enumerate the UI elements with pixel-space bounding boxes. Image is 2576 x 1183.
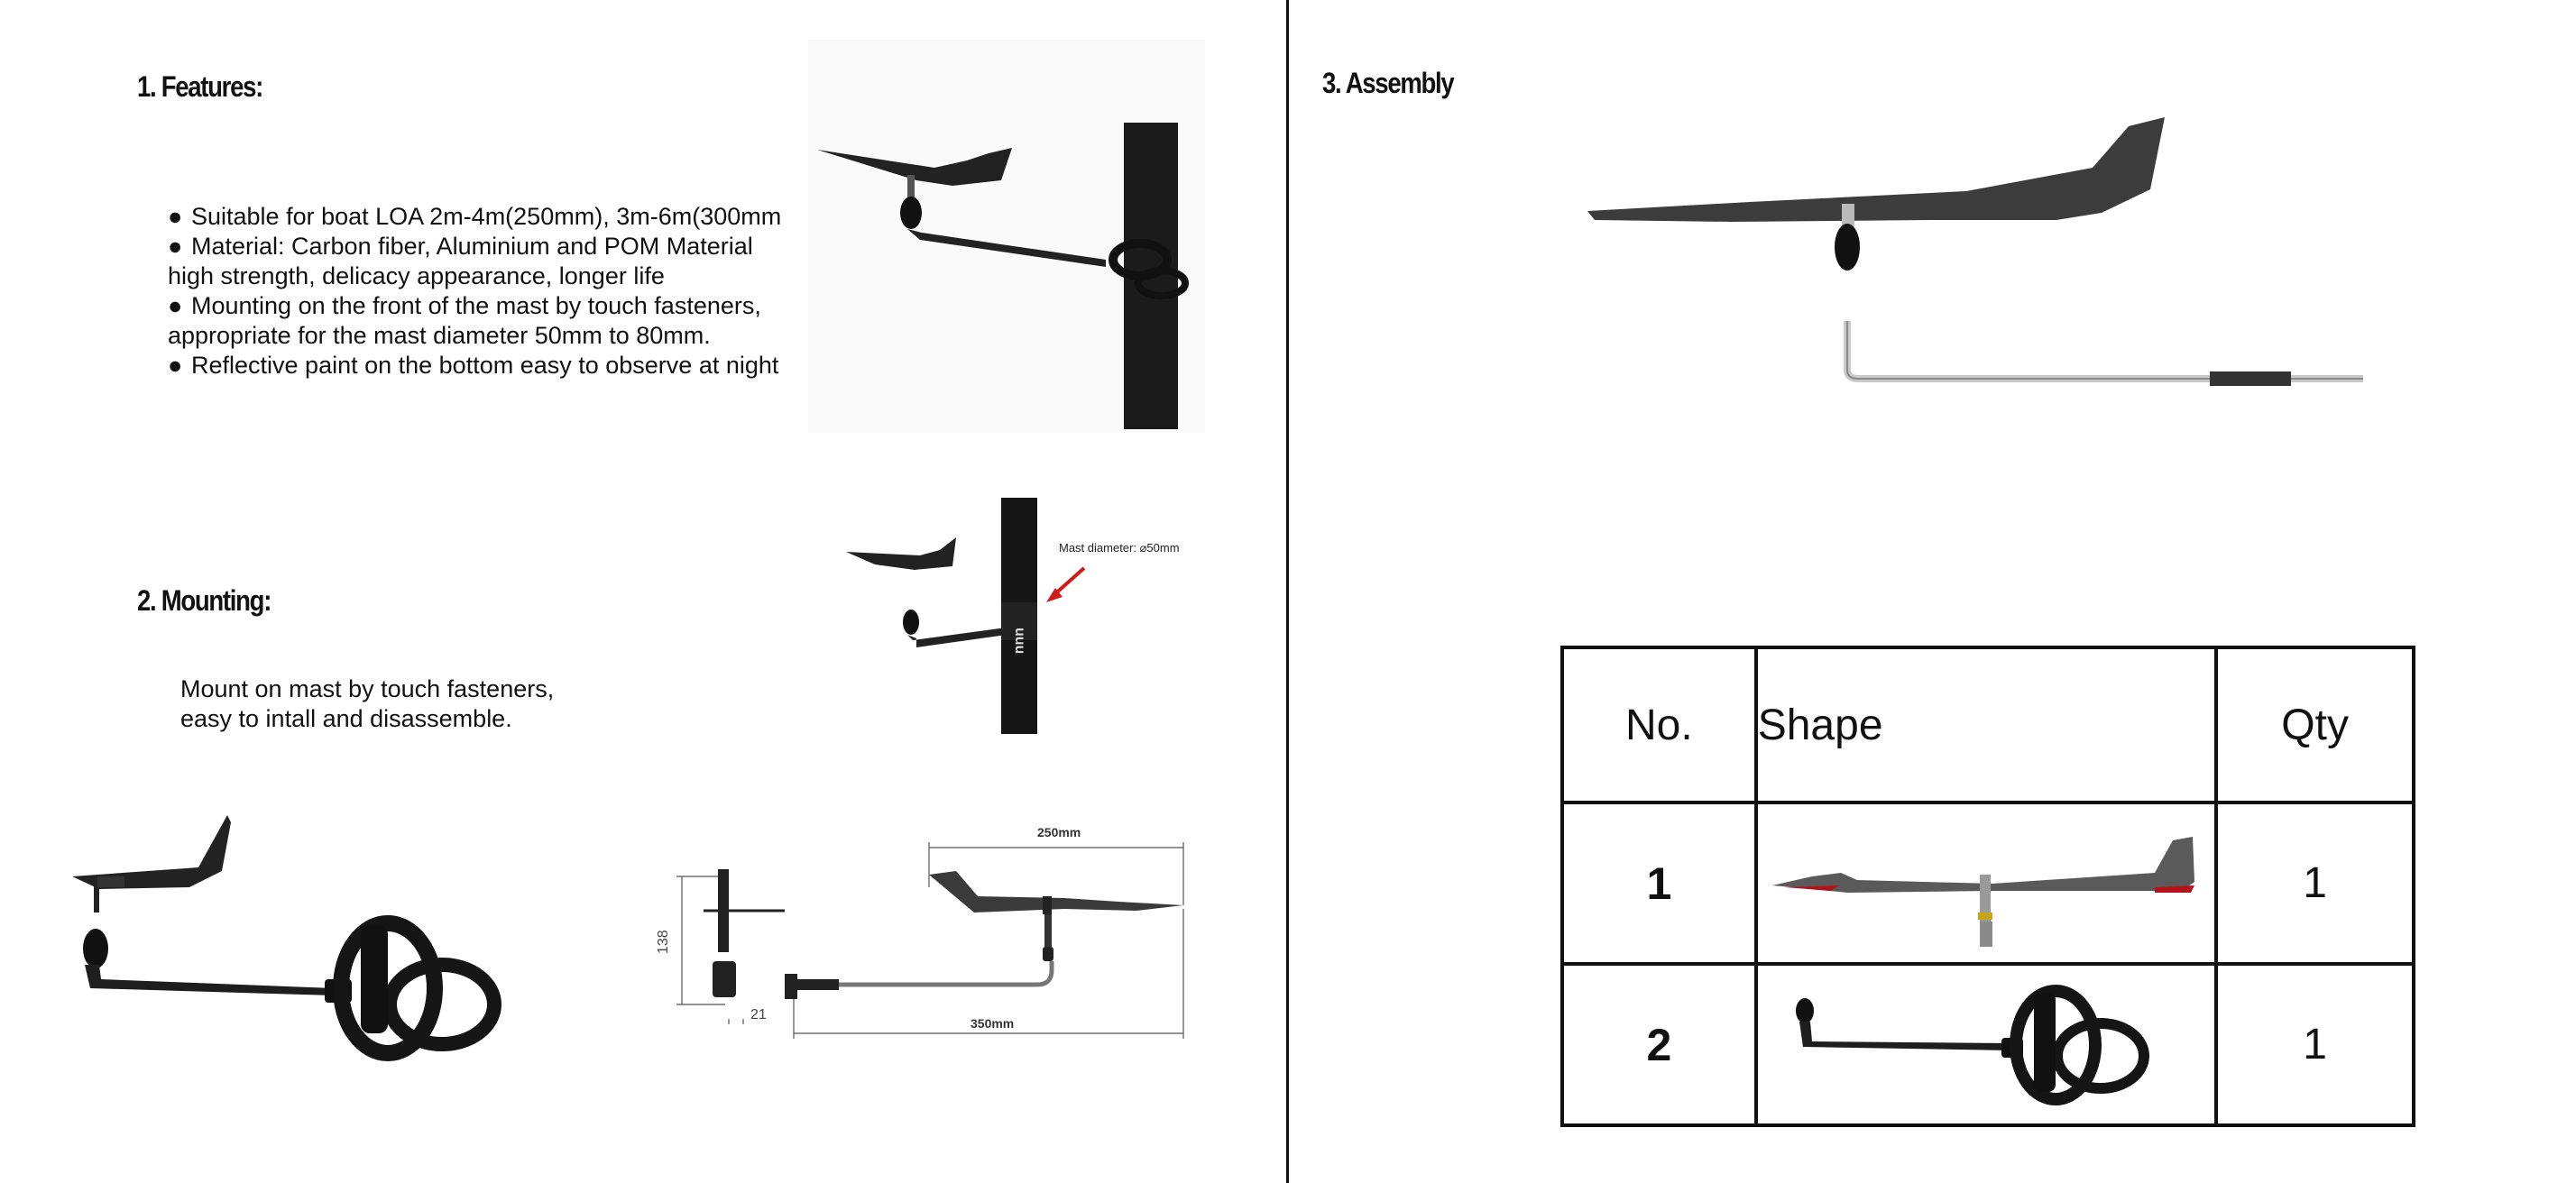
feature-line-6: ●Reflective paint on the bottom easy to … bbox=[168, 352, 779, 379]
mast-mount-photo bbox=[808, 40, 1205, 433]
dimension-350-label: 350mm bbox=[971, 1016, 1014, 1031]
wind-vane-icon bbox=[846, 537, 956, 570]
mast-diameter-label: Mast diameter: ⌀50mm bbox=[1059, 541, 1180, 555]
table-row: 2 1 bbox=[1560, 962, 2415, 1127]
dimension-250-label: 250mm bbox=[1037, 825, 1081, 839]
bullet-icon: ● bbox=[168, 233, 183, 260]
rod-icon bbox=[796, 961, 1054, 987]
wind-indicator-icon bbox=[1587, 117, 2165, 222]
row-shape bbox=[1753, 962, 2219, 1127]
row-number: 2 bbox=[1560, 962, 1758, 1127]
feature-line-4: ●Mounting on the front of the mast by to… bbox=[168, 292, 761, 319]
feature-line-5: appropriate for the mast diameter 50mm t… bbox=[168, 322, 711, 349]
feature-line-2: ●Material: Carbon fiber, Aluminium and P… bbox=[168, 233, 753, 260]
rod-icon bbox=[1844, 321, 2363, 382]
clamp-icon bbox=[333, 915, 443, 1061]
bullet-icon: ● bbox=[168, 292, 183, 319]
assembly-exploded-view bbox=[1587, 117, 2363, 386]
technical-drawing: 250mm 350mm 138 21 bbox=[656, 825, 1184, 1039]
mast-diameter-photo: uuu Mast diameter: ⌀50mm bbox=[846, 498, 1180, 734]
features-list: ●Suitable for boat LOA 2m-4m(250mm), 3m-… bbox=[168, 202, 781, 381]
bracket-arm-icon bbox=[85, 965, 334, 995]
assembly-heading: 3. Assembly bbox=[1322, 67, 1455, 99]
features-heading: 1. Features: bbox=[137, 70, 263, 103]
vane-side-view-icon bbox=[929, 871, 1183, 912]
mounting-text-line-1: Mount on mast by touch fasteners, bbox=[180, 675, 555, 702]
row-shape bbox=[1753, 801, 2219, 966]
feature-line-3: high strength, delicacy appearance, long… bbox=[168, 262, 665, 289]
mounting-heading: 2. Mounting: bbox=[137, 584, 271, 617]
svg-text:uuu: uuu bbox=[1012, 628, 1027, 654]
bullet-icon: ● bbox=[168, 203, 183, 230]
column-header-shape: Shape bbox=[1753, 646, 2219, 804]
parts-table: No. Shape Qty 1 1 2 bbox=[1560, 646, 2415, 1127]
column-header-no: No. bbox=[1560, 646, 1758, 804]
row-qty: 1 bbox=[2214, 962, 2415, 1127]
bracket-photo bbox=[72, 815, 501, 1061]
page-divider bbox=[1286, 0, 1289, 1183]
row-number: 1 bbox=[1560, 801, 1758, 966]
dimension-138-label: 138 bbox=[656, 930, 671, 954]
bullet-icon: ● bbox=[168, 352, 183, 379]
table-row: 1 1 bbox=[1560, 801, 2415, 966]
row-qty: 1 bbox=[2214, 801, 2415, 966]
wind-vane-icon bbox=[72, 815, 231, 889]
wind-vane-icon bbox=[817, 148, 1012, 186]
table-header-row: No. Shape Qty bbox=[1560, 646, 2415, 804]
dimension-21-label: 21 bbox=[750, 1007, 767, 1023]
mounting-text-line-2: easy to intall and disassemble. bbox=[180, 705, 512, 732]
wind-vane-indicator-icon bbox=[1771, 837, 2194, 947]
bracket-arm-with-clamp-icon bbox=[1795, 985, 2149, 1105]
feature-line-1: ●Suitable for boat LOA 2m-4m(250mm), 3m-… bbox=[168, 203, 782, 230]
vane-arm-icon bbox=[907, 229, 1106, 267]
column-header-qty: Qty bbox=[2214, 646, 2415, 804]
